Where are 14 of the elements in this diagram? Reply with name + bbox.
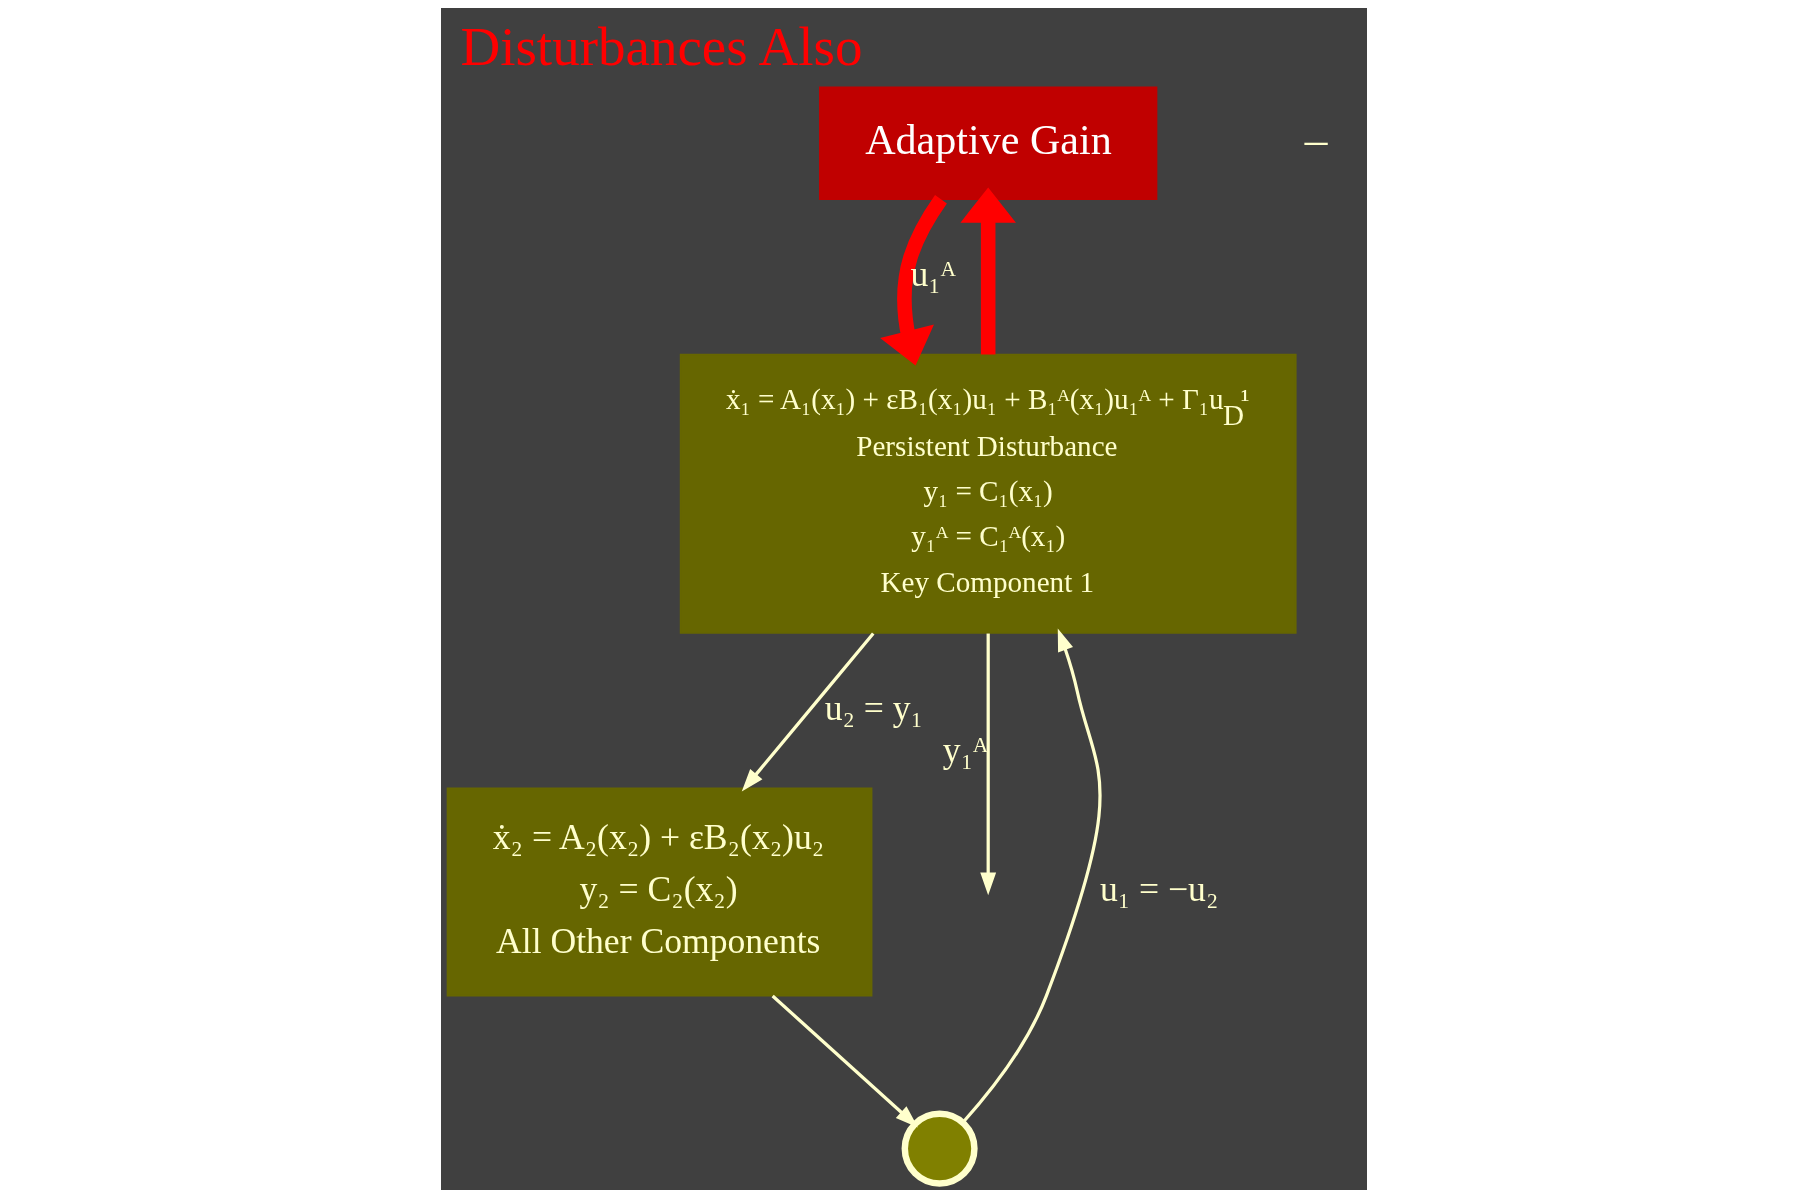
arrow <box>961 628 1102 1124</box>
label: – <box>1304 114 1327 165</box>
node-circle <box>901 1110 978 1187</box>
arrow <box>879 195 947 366</box>
arrow <box>771 994 918 1128</box>
edge-label: u₂ = y₁ <box>824 687 923 728</box>
arrow <box>979 633 996 896</box>
arrow <box>741 632 874 792</box>
node-box: ẋ₂ = A₂(x₂) + εB₂(x₂)u₂ y₂ = C₂(x₂) All Other Components <box>446 787 872 997</box>
edge-label: y₁ᴬ <box>942 730 988 771</box>
diagram-title: Disturbances Also <box>459 16 862 78</box>
arrow <box>959 187 1016 355</box>
node-box: Adaptive Gain <box>818 86 1157 200</box>
edge-label: u₁ = −u₂ <box>1099 869 1218 910</box>
